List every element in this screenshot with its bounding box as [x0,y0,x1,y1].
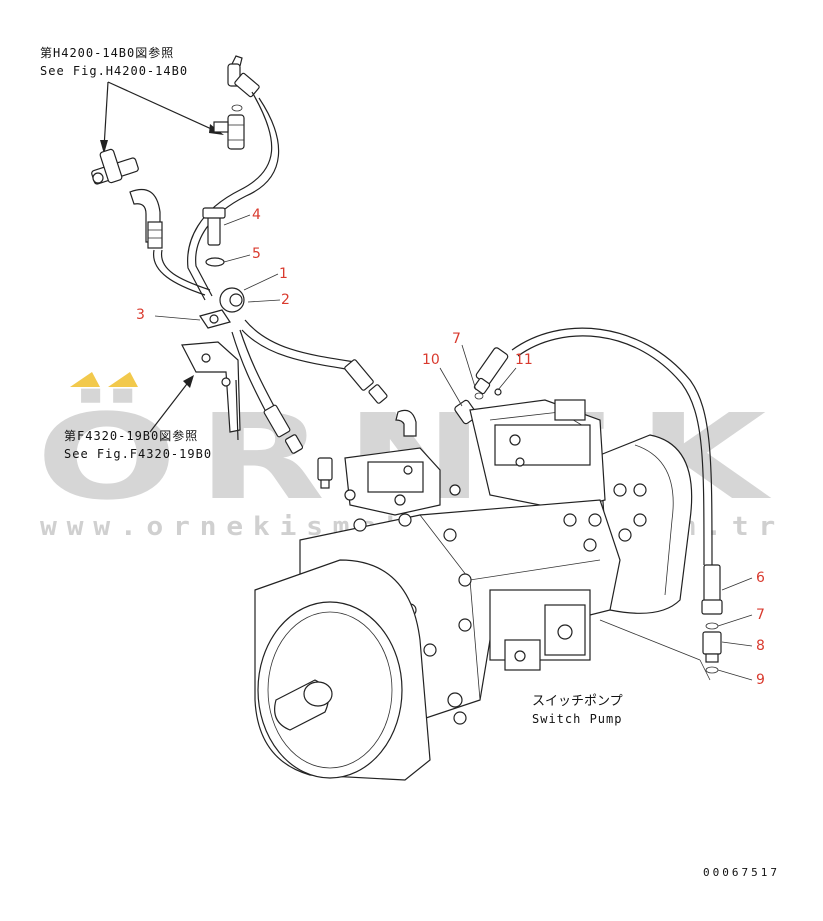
callout-7-lower: 7 [756,607,765,623]
callout-11: 11 [515,352,533,368]
callout-4: 4 [252,207,261,223]
pump-assembly [254,399,693,781]
callout-7-upper: 7 [452,331,461,347]
callout-5: 5 [252,246,261,262]
callout-10: 10 [422,352,440,368]
ref-h4200-en: See Fig.H4200-14B0 [40,64,188,78]
upper-fittings [91,55,260,249]
watermark-accent-1 [70,372,100,387]
callout-9: 9 [756,672,765,688]
mid-fittings [263,347,723,674]
leader-lines [154,214,753,681]
callouts: 4 5 1 2 3 7 10 11 6 7 8 9 [136,207,765,688]
callout-8: 8 [756,638,765,654]
switch-pump-jp: スイッチポンプ [532,694,623,709]
ref-h4200-jp: 第H4200-14B0図参照 [40,45,174,60]
callout-6: 6 [756,570,765,586]
ref-f4320-en: See Fig.F4320-19B0 [64,447,212,461]
callout-2: 2 [281,292,290,308]
watermark-accent-2 [108,372,138,387]
switch-pump-en: Switch Pump [532,712,622,726]
callout-3: 3 [136,307,145,323]
ref-f4320-jp: 第F4320-19B0図参照 [64,428,198,443]
callout-1: 1 [279,266,288,282]
hose-lines [153,91,713,566]
bolts [344,483,647,725]
doc-number: 00067517 [703,866,780,879]
